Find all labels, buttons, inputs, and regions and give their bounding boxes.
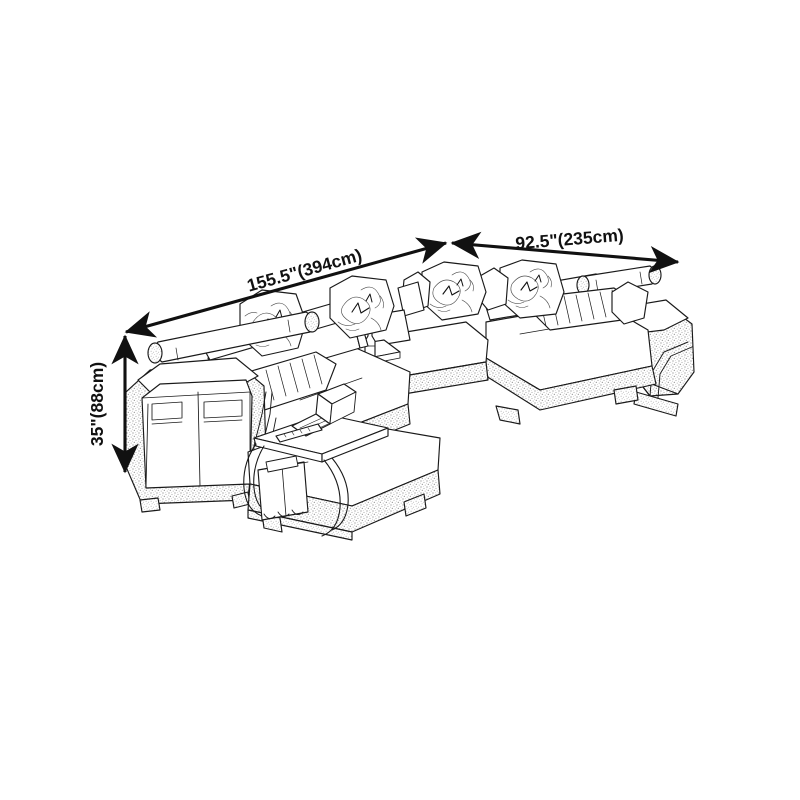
sofa-drawing [123,259,695,541]
depth-dimension-arrow [450,231,680,274]
floral-pillow-right [499,259,565,319]
remote-control-icon [275,423,323,443]
width-dimension-arrow [124,237,448,338]
depth-dimension-label: 92.5"(235cm) [515,225,625,253]
right-wing-section [401,259,695,425]
over-arm-tray-table [243,383,389,537]
floral-pillow-center-back [421,261,487,321]
arm-pocket-organizer [141,379,253,489]
height-dimension-label: 35"(88cm) [87,362,107,446]
